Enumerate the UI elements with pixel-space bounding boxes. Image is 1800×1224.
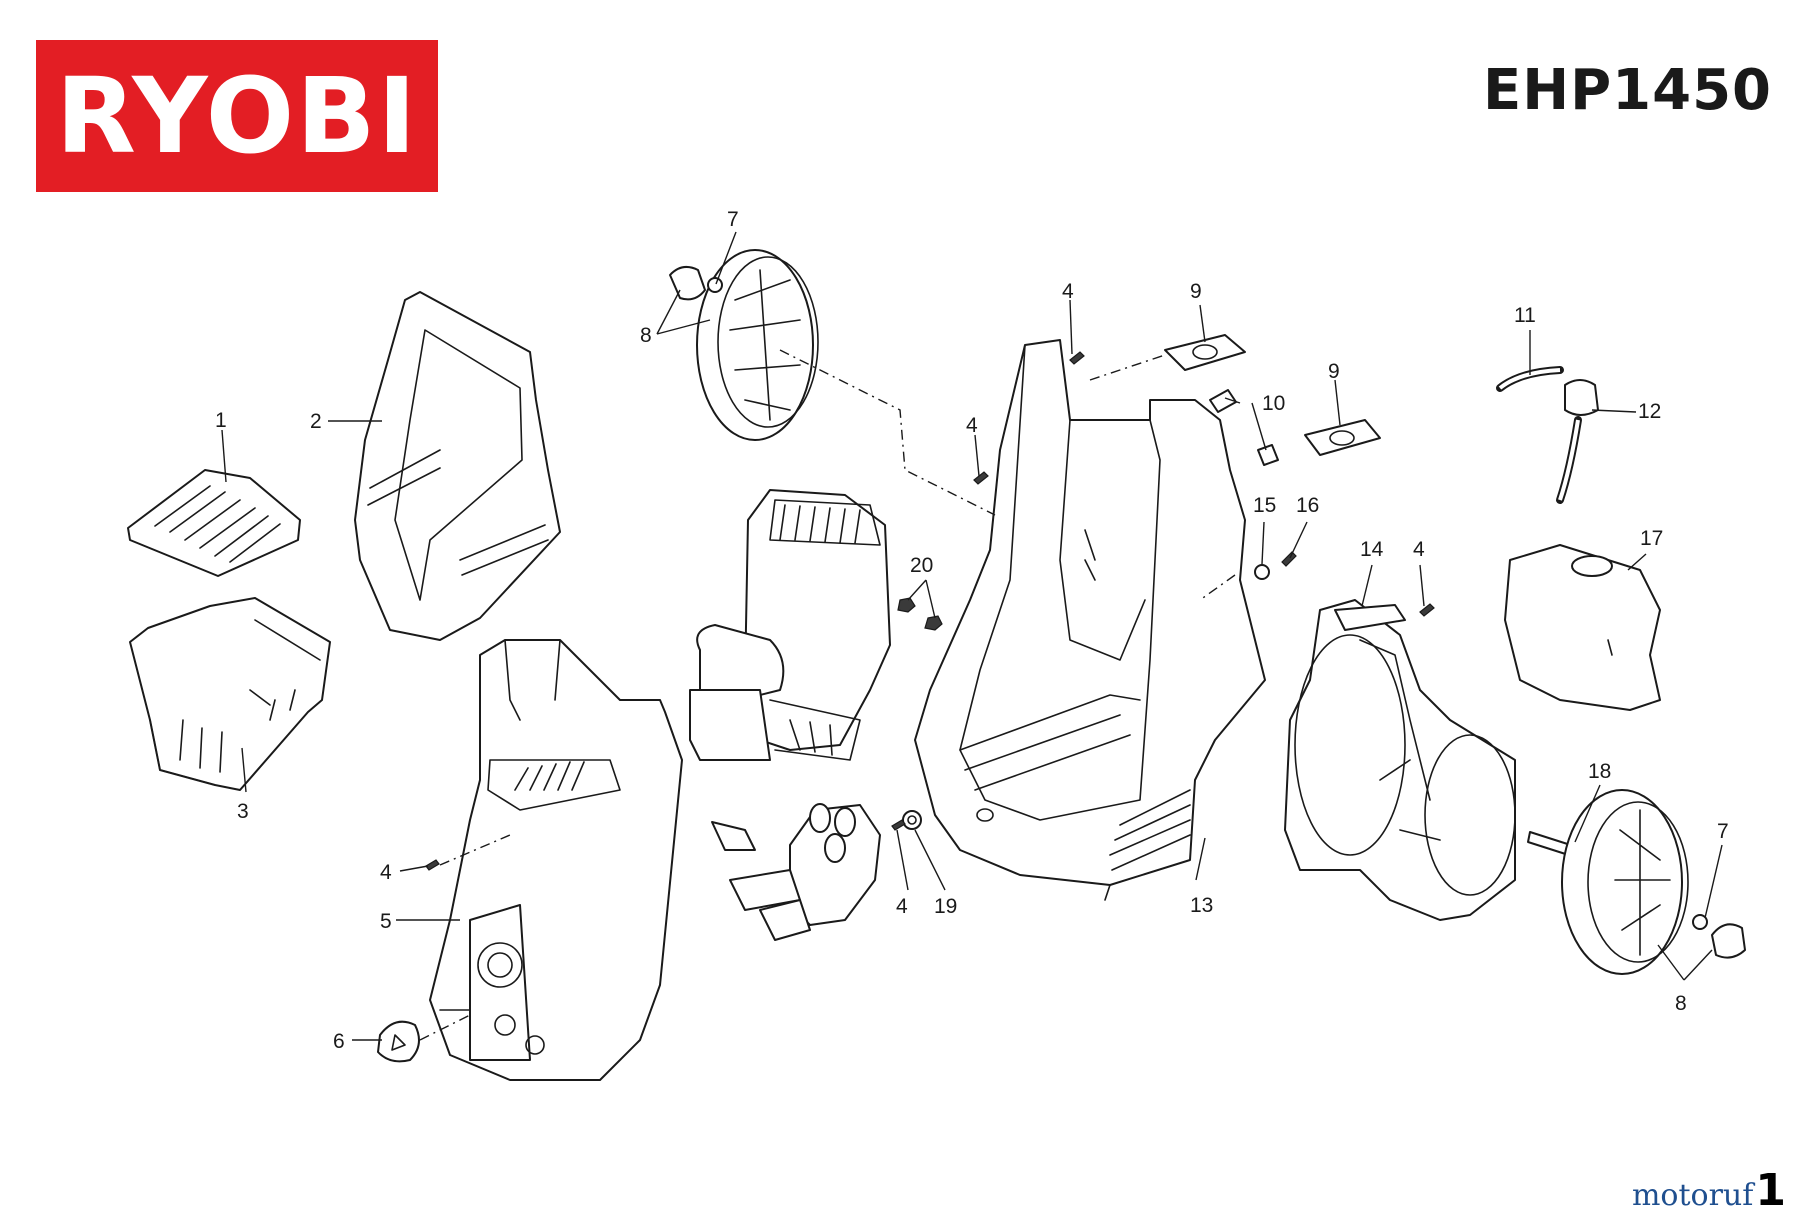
callout-labels: 1 2 3 7 8 4 9 4 9 10 11 12 15 16 14 4 17… — [215, 208, 1729, 1053]
logo-text: RYOBI — [55, 55, 419, 177]
part-15-washer — [1254, 564, 1270, 580]
callout-6: 6 — [333, 1030, 345, 1053]
logo-frame: RYOBI — [50, 54, 424, 178]
callout-11: 11 — [1514, 304, 1536, 327]
part-5-front-cover — [429, 639, 683, 1081]
callout-1: 1 — [215, 409, 227, 432]
callout-4-right: 4 — [1413, 538, 1425, 561]
callout-5: 5 — [380, 910, 392, 933]
part-9-bracket-b — [1304, 419, 1381, 456]
callout-12: 12 — [1638, 400, 1661, 423]
callout-15: 15 — [1253, 494, 1276, 517]
part-8-cap-bottom — [1711, 923, 1746, 959]
part-19-fitting — [902, 810, 922, 830]
part-8-wheel-bottom — [1561, 789, 1689, 975]
part-4-screws — [425, 351, 1435, 871]
part-8-wheel-top — [696, 249, 819, 441]
part-11-hose — [1496, 366, 1564, 392]
part-17-tank — [1504, 544, 1661, 711]
page-number: 1 — [1755, 1165, 1786, 1216]
callout-8-top: 8 — [640, 324, 652, 347]
part-8-cap-top — [669, 265, 706, 301]
part-1-grille-lid — [127, 469, 301, 577]
callout-16: 16 — [1296, 494, 1319, 517]
part-10-pins — [1209, 389, 1279, 466]
callout-3: 3 — [237, 800, 249, 823]
callout-14: 14 — [1360, 538, 1384, 561]
callout-19: 19 — [934, 895, 957, 918]
alignment-lines — [419, 349, 1236, 1041]
part-14-rear-housing — [1284, 599, 1516, 921]
callout-2: 2 — [310, 410, 322, 433]
watermark-text: motoruf — [1631, 1178, 1754, 1213]
leader-lines — [221, 231, 1723, 1041]
callout-20: 20 — [910, 554, 933, 577]
part-16-screw — [1281, 551, 1297, 567]
callout-10: 10 — [1262, 392, 1285, 415]
part-13-main-housing — [914, 339, 1266, 901]
callout-18: 18 — [1588, 760, 1611, 783]
part-7-clip-bottom — [1692, 914, 1708, 930]
part-20-nuts — [897, 597, 943, 631]
callout-9-mid: 9 — [1328, 360, 1340, 383]
callout-17: 17 — [1640, 527, 1663, 550]
callout-7-bottom: 7 — [1717, 820, 1729, 843]
callout-7-top: 7 — [727, 208, 739, 231]
callout-9-top: 9 — [1190, 280, 1202, 303]
part-2-handle-frame — [354, 291, 561, 641]
model-number: EHP1450 — [1482, 58, 1772, 123]
watermark: motoruf1 — [1632, 1165, 1786, 1216]
callout-4-top: 4 — [1062, 280, 1074, 303]
pump-assembly — [711, 803, 881, 941]
motor-assembly — [689, 489, 891, 761]
callout-4-pump: 4 — [896, 895, 908, 918]
callout-4-left: 4 — [380, 861, 392, 884]
ryobi-logo: RYOBI — [36, 40, 438, 192]
callout-13: 13 — [1190, 894, 1213, 917]
callout-8-bottom: 8 — [1675, 992, 1687, 1015]
part-3-storage-bin — [129, 597, 331, 791]
callout-4-mid: 4 — [966, 414, 978, 437]
part-7-clip-top — [707, 277, 723, 293]
part-6-knob — [377, 1020, 420, 1063]
part-12-filter — [1556, 379, 1599, 504]
